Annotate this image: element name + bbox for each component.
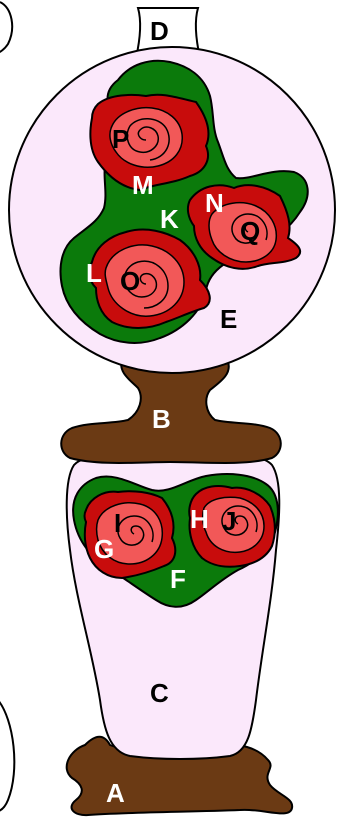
label-k: K [160,204,179,234]
label-g: G [94,534,114,564]
label-e: E [220,304,237,334]
label-m: M [132,170,154,200]
label-h: H [190,504,209,534]
label-i: I [114,508,121,538]
label-q: Q [240,216,260,246]
label-c: C [150,678,169,708]
label-j: J [222,506,236,536]
left-edge-curve-top [0,2,12,54]
label-f: F [170,564,186,594]
label-o: O [120,266,140,296]
label-d: D [150,16,169,46]
left-edge-curve-bottom [0,700,14,812]
label-a: A [106,778,125,808]
label-n: N [205,188,224,218]
label-l: L [86,258,102,288]
label-p: P [112,124,129,154]
label-b: B [152,404,171,434]
